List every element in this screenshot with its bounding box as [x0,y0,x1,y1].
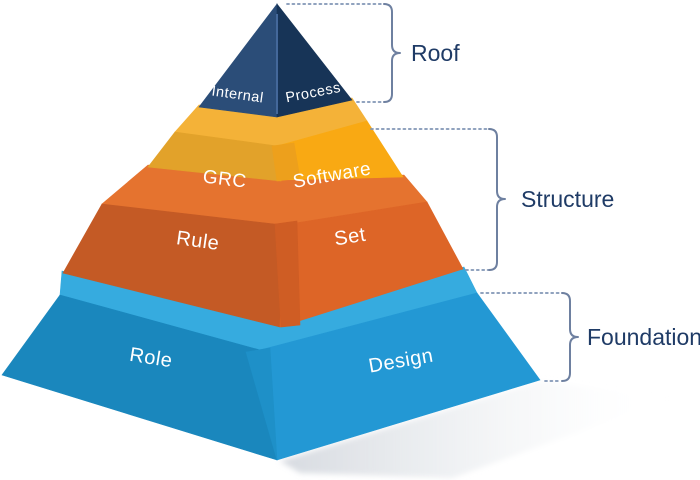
roof-annotation-label: Roof [411,40,460,66]
structure-brace [488,128,506,271]
structure-lower-layer: Rule Set [62,164,464,328]
foundation-annotation-label: Foundation [587,324,700,350]
structure-annotation-label: Structure [521,186,614,212]
internal-label: Internal [211,83,265,106]
set-label: Set [333,224,368,251]
roof-brace [383,3,401,103]
foundation-annotation: Foundation [480,292,700,382]
structure-annotation: Structure [370,128,614,271]
grc-software-front-bevel [271,142,301,182]
ground-shadow [280,381,672,478]
roof-layer: Internal Process [198,3,353,118]
foundation-brace [561,292,579,382]
foundation-front-bevel [245,347,278,461]
grc-software-left-face [147,131,282,182]
foundation-layer: Role Design [1,266,541,461]
rule-set-front-bevel [274,220,301,328]
roof-annotation: Roof [286,3,460,103]
